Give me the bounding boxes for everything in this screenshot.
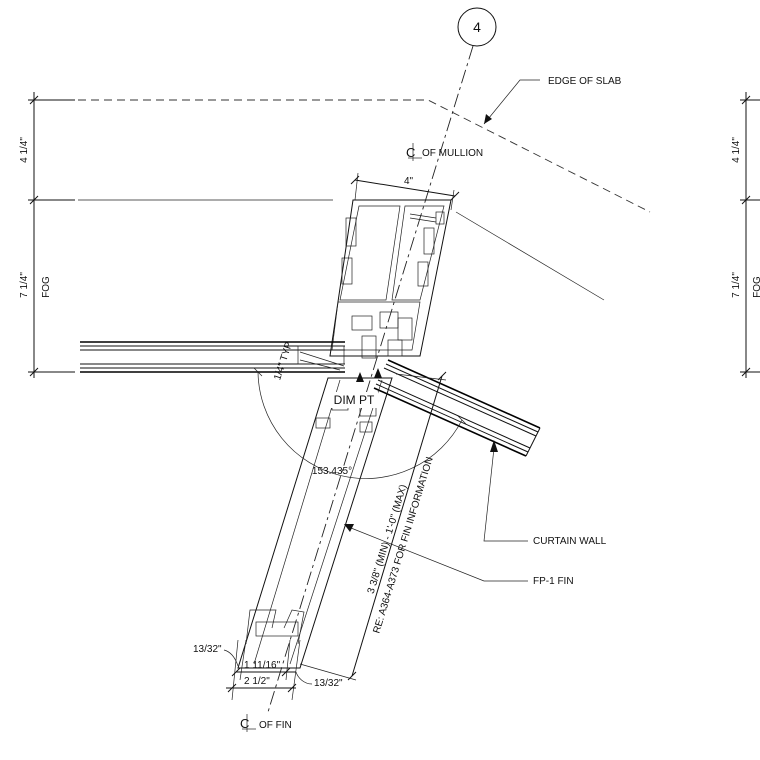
mullion-width-label: 4" [404,176,414,187]
fin-profile [237,377,393,669]
right-dimension-string [740,92,760,378]
typ-gap-label: 1/4" TYP [272,340,295,381]
angle-arc [257,371,463,479]
curtain-wall-label: CURTAIN WALL [533,536,607,547]
dim-13-32-right-label: 13/32" [314,678,343,689]
fog-label: FOG [41,276,52,298]
slab-edge [78,99,651,301]
curtain-wall-leader [483,440,528,542]
mullion-centerline [267,45,474,713]
fin-length-dimension [299,371,447,681]
svg-text:C: C [240,716,249,731]
left-glazing [80,341,345,373]
right-dim-bottom-label: 7 1/4" [731,272,742,298]
svg-text:C: C [406,145,415,160]
left-dim-bottom-label: 7 1/4" [19,272,30,298]
right-fog-label: FOG [752,276,760,298]
mullion-width-dimension [350,172,460,211]
edge-of-slab-leader [483,79,540,125]
centerline-symbol-fin: C [240,714,256,732]
dim-2-1-2-label: 2 1/2" [244,676,270,687]
left-dimension-string [28,92,75,378]
left-dim-top-label: 4 1/4" [19,137,30,163]
dim-pt-marker: DIM PT [330,368,382,408]
angle-label: 153.435° [312,466,352,477]
centerline-symbol-mullion: C [406,143,422,161]
grid-bubble-label: 4 [473,19,481,35]
dim-pt-label: DIM PT [334,393,375,407]
mullion-profile [329,199,452,359]
dim-13-32-left-label: 13/32" [193,644,222,655]
grid-bubble: 4 [457,7,497,47]
fp1-fin-label: FP-1 FIN [533,576,574,587]
right-dim-top-label: 4 1/4" [731,137,742,163]
dim-1-11-16-label: 1 11/16" [244,660,281,671]
edge-of-slab-label: EDGE OF SLAB [548,76,622,87]
cl-of-fin-label: OF FIN [259,720,292,731]
cl-of-mullion-label: OF MULLION [422,148,483,159]
fin-bottom-dimensions [223,639,313,701]
right-glazing [373,359,541,457]
